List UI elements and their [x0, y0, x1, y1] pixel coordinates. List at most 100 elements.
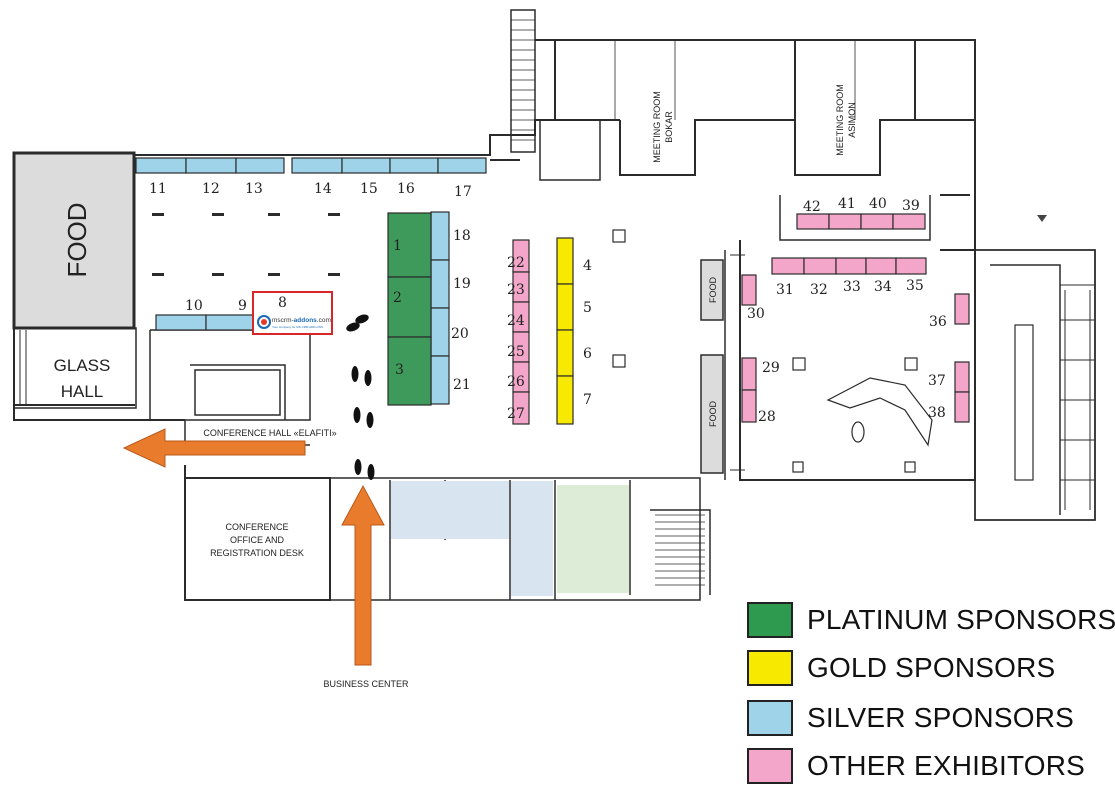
office-green [557, 485, 629, 593]
booth-label-26: 26 [507, 374, 525, 390]
glass-hall-label-2: HALL [61, 382, 104, 401]
booth-12[interactable] [185, 157, 237, 174]
booth-label-30: 30 [747, 306, 765, 322]
booth-label-40: 40 [869, 196, 887, 212]
booth-7[interactable] [556, 375, 574, 425]
booth-label-20: 20 [451, 326, 469, 342]
conference-hall-label: CONFERENCE HALL «ELAFITI» [203, 428, 336, 438]
legend-swatch-gold [747, 650, 793, 686]
gold-booths [556, 237, 574, 425]
food-label-small-2: FOOD [708, 401, 718, 427]
booth-label-14: 14 [314, 181, 332, 197]
direction-arrows [122, 428, 385, 666]
booth-20[interactable] [430, 307, 450, 357]
legend-item-platinum: PLATINUM SPONSORS [747, 601, 1115, 639]
conference-office-outline [184, 465, 331, 601]
office-blue-2 [511, 481, 553, 596]
booth-18[interactable] [430, 211, 450, 261]
booth-label-16: 16 [397, 181, 415, 197]
booth-27[interactable] [512, 391, 530, 425]
booth-label-25: 25 [507, 344, 525, 360]
booth-16[interactable] [389, 157, 439, 174]
booth-13[interactable] [235, 157, 285, 174]
booth-17[interactable] [437, 157, 487, 174]
booth-37[interactable] [954, 361, 970, 393]
booth-9[interactable] [205, 314, 255, 331]
booth-3[interactable] [387, 336, 432, 406]
meeting-room-asimon-label-1: MEETING ROOM [835, 84, 845, 156]
booth-label-23: 23 [507, 282, 525, 298]
booth-33[interactable] [835, 257, 867, 275]
meeting-room-bokar-label-1: MEETING ROOM [652, 91, 662, 163]
food-label-small-1: FOOD [708, 277, 718, 303]
booth-38[interactable] [954, 391, 970, 423]
booth-2[interactable] [387, 276, 432, 338]
food-label-left: FOOD [62, 202, 92, 277]
booth-label-31: 31 [776, 282, 794, 298]
food-bar-2 [700, 354, 724, 474]
platinum-booths [387, 212, 432, 406]
triangle-marker [1037, 215, 1047, 222]
stairs-top [510, 9, 536, 153]
booth-label-34: 34 [874, 279, 892, 295]
booth-29[interactable] [741, 357, 757, 391]
booth-31[interactable] [771, 257, 805, 275]
svg-text:mscrm-addons.com: mscrm-addons.com [272, 317, 331, 324]
food-area-left [12, 151, 136, 330]
meeting-room-asimon-label-2: ASIMON [847, 102, 857, 138]
booth-label-4: 4 [583, 258, 592, 274]
booth-label-27: 27 [507, 406, 525, 422]
other-booths [512, 213, 970, 425]
legend-swatch-other [747, 748, 793, 784]
booth-32[interactable] [803, 257, 837, 275]
booth-34[interactable] [865, 257, 897, 275]
business-center-label: BUSINESS CENTER [323, 679, 409, 689]
booth-8-highlight[interactable] [252, 291, 333, 335]
booth-label-8: 8 [278, 295, 287, 311]
booth-label-7: 7 [583, 392, 592, 408]
glass-hall-outline [13, 327, 137, 409]
booth-label-13: 13 [245, 181, 263, 197]
booth-30[interactable] [741, 274, 757, 306]
booth-label-33: 33 [843, 279, 861, 295]
booth-label-9: 9 [238, 298, 247, 314]
booth-label-21: 21 [453, 377, 471, 393]
booth-4[interactable] [556, 237, 574, 285]
booth-19[interactable] [430, 259, 450, 309]
booth-10[interactable] [155, 314, 207, 331]
booth-6[interactable] [556, 329, 574, 377]
booth-label-24: 24 [507, 313, 525, 329]
booth-1[interactable] [387, 212, 432, 278]
booth-numbers: 11 12 13 14 15 16 17 10 9 8 1 2 3 18 19 … [149, 181, 947, 425]
footprints [346, 314, 375, 480]
booth-35[interactable] [895, 257, 927, 275]
booth-label-12: 12 [202, 181, 220, 197]
booth-label-42: 42 [803, 199, 821, 215]
booth-40[interactable] [860, 213, 894, 230]
booth-15[interactable] [341, 157, 391, 174]
booth-label-3: 3 [395, 362, 404, 378]
booth-41[interactable] [828, 213, 862, 230]
booth-label-29: 29 [762, 360, 780, 376]
booth-14[interactable] [291, 157, 343, 174]
booth-39[interactable] [892, 213, 926, 230]
silver-booths [135, 157, 487, 405]
booth-label-38: 38 [928, 405, 946, 421]
legend-label-silver: SILVER SPONSORS [807, 702, 1075, 733]
booth-36[interactable] [954, 293, 970, 325]
food-bar-1 [700, 259, 724, 321]
mscrm-logo: mscrm-addons.com Your company for MS CRM… [257, 315, 331, 329]
booth-5[interactable] [556, 283, 574, 331]
booth-label-28: 28 [758, 409, 776, 425]
booth-21[interactable] [430, 355, 450, 405]
booth-label-32: 32 [810, 282, 828, 298]
legend-label-other: OTHER EXHIBITORS [807, 750, 1086, 781]
booth-42[interactable] [796, 213, 830, 230]
legend-swatch-platinum [747, 602, 793, 638]
booth-label-5: 5 [583, 300, 592, 316]
booth-label-10: 10 [185, 298, 203, 314]
svg-text:Your company for MS CRM ADD-ON: Your company for MS CRM ADD-ONS [272, 325, 323, 329]
booth-28[interactable] [741, 389, 757, 423]
booth-11[interactable] [135, 157, 187, 174]
